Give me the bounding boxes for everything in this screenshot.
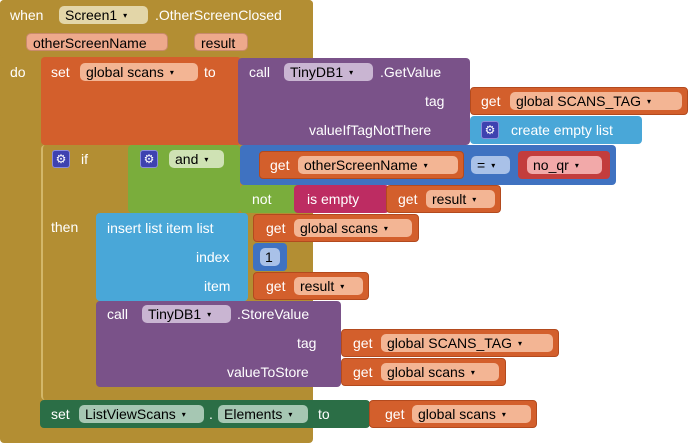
dropdown-arrow-icon: ▾ [423, 161, 428, 171]
is-empty-block[interactable] [294, 185, 389, 213]
get-label: get [266, 278, 286, 294]
component-name: ListViewScans [85, 406, 176, 422]
variable-dropdown[interactable]: global scans ▾ [381, 363, 499, 381]
variable-name: result [300, 278, 335, 294]
tinydb-dropdown[interactable]: TinyDB1 ▾ [142, 305, 231, 323]
dot-label: . [209, 406, 213, 422]
text-dropdown[interactable]: no_qr ▾ [527, 156, 602, 174]
insert-list-item-block[interactable] [96, 213, 248, 301]
variable-dropdown[interactable]: global scans ▾ [80, 63, 198, 81]
variable-dropdown[interactable]: global scans ▾ [412, 405, 531, 423]
to-label: to [204, 64, 216, 80]
variable-name: otherScreenName [304, 157, 418, 173]
not-block[interactable] [240, 185, 300, 213]
dropdown-arrow-icon: ▾ [501, 410, 506, 420]
tinydb-dropdown[interactable]: TinyDB1 ▾ [284, 63, 373, 81]
call-label: call [249, 64, 271, 80]
set-label: set [51, 64, 70, 80]
get-label: get [398, 191, 418, 207]
dropdown-arrow-icon: ▾ [340, 282, 345, 292]
component-name: TinyDB1 [290, 64, 344, 80]
variable-dropdown[interactable]: otherScreenName ▾ [298, 156, 458, 174]
dropdown-arrow-icon: ▾ [169, 68, 174, 78]
then-label: then [51, 219, 79, 235]
do-label: do [10, 64, 26, 80]
operator-name: = [477, 157, 486, 173]
get-label: get [385, 406, 405, 422]
param-result[interactable]: result [194, 33, 248, 51]
value-to-store-label: valueToStore [227, 364, 309, 380]
variable-dropdown[interactable]: global scans ▾ [294, 219, 412, 237]
item-label: item [204, 278, 231, 294]
event-name: .OtherScreenClosed [155, 7, 282, 23]
not-label: not [252, 191, 272, 207]
dropdown-arrow-icon: ▾ [518, 339, 523, 349]
get-label: get [353, 364, 373, 380]
dropdown-arrow-icon: ▾ [123, 11, 128, 21]
is-empty-label: is empty [307, 191, 360, 207]
variable-dropdown[interactable]: result ▾ [426, 190, 495, 208]
to-label: to [318, 406, 330, 422]
variable-dropdown[interactable]: result ▾ [294, 277, 363, 295]
method-name: .StoreValue [237, 306, 310, 322]
get-label: get [270, 157, 290, 173]
component-name: TinyDB1 [148, 306, 202, 322]
dropdown-arrow-icon: ▾ [383, 224, 388, 234]
method-name: .GetValue [380, 64, 442, 80]
default-label: valueIfTagNotThere [309, 122, 432, 138]
param-otherScreenName[interactable]: otherScreenName [26, 33, 168, 51]
dropdown-arrow-icon: ▾ [574, 161, 579, 171]
dropdown-arrow-icon: ▾ [472, 195, 477, 205]
tag-label: tag [297, 335, 317, 351]
create-empty-list-label: create empty list [511, 122, 613, 138]
listview-dropdown[interactable]: ListViewScans ▾ [79, 405, 204, 423]
variable-dropdown[interactable]: global SCANS_TAG ▾ [381, 334, 553, 352]
dropdown-arrow-icon: ▾ [181, 410, 186, 420]
variable-name: global SCANS_TAG [516, 93, 642, 109]
dropdown-arrow-icon: ▾ [470, 368, 475, 378]
insert-list-item-label: insert list item list [107, 220, 214, 236]
variable-name: global scans [300, 220, 378, 236]
property-name: Elements [224, 406, 283, 422]
gear-icon[interactable]: ⚙ [481, 121, 499, 139]
index-label: index [196, 249, 230, 265]
variable-name: global scans [418, 406, 496, 422]
dropdown-arrow-icon: ▾ [647, 97, 652, 107]
get-label: get [266, 220, 286, 236]
gear-icon[interactable]: ⚙ [140, 150, 158, 168]
component-name: Screen1 [65, 7, 118, 23]
variable-dropdown[interactable]: global SCANS_TAG ▾ [510, 92, 682, 110]
variable-name: global scans [86, 64, 164, 80]
property-dropdown[interactable]: Elements ▾ [218, 405, 308, 423]
variable-name: global SCANS_TAG [387, 335, 513, 351]
tag-label: tag [425, 93, 445, 109]
component-dropdown[interactable]: Screen1 ▾ [59, 6, 148, 24]
variable-name: result [432, 191, 467, 207]
dropdown-arrow-icon: ▾ [204, 155, 209, 165]
equals-dropdown[interactable]: =▾ [471, 156, 510, 174]
set-label: set [51, 406, 70, 422]
number-value: 1 [265, 249, 273, 265]
operator-name: and [175, 151, 199, 167]
get-label: get [481, 93, 501, 109]
dropdown-arrow-icon: ▾ [491, 161, 496, 171]
when-label: when [10, 7, 44, 23]
param-label: result [201, 35, 236, 51]
get-label: get [353, 335, 373, 351]
number-field[interactable]: 1 [260, 248, 280, 266]
variable-name: global scans [387, 364, 465, 380]
call-label: call [107, 306, 129, 322]
dropdown-arrow-icon: ▾ [288, 410, 293, 420]
gear-icon[interactable]: ⚙ [52, 150, 70, 168]
param-label: otherScreenName [33, 35, 147, 51]
if-label: if [81, 151, 88, 167]
dropdown-arrow-icon: ▾ [207, 310, 212, 320]
text-value: no_qr [533, 157, 569, 173]
and-dropdown[interactable]: and ▾ [169, 150, 224, 168]
dropdown-arrow-icon: ▾ [349, 68, 354, 78]
